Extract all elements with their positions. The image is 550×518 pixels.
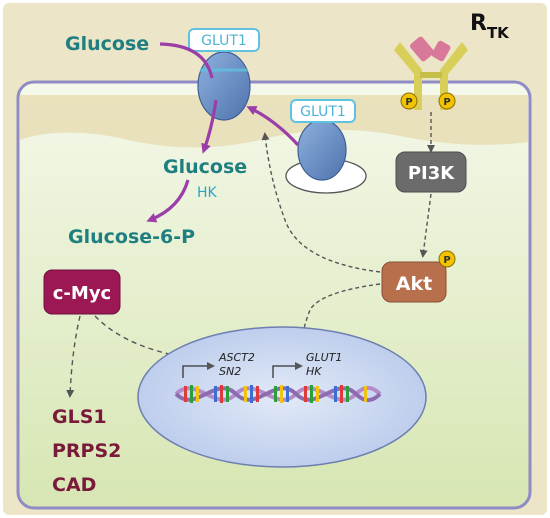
glucose-6-p-label: Glucose-6-P [68, 226, 195, 248]
glut1-top-box [188, 28, 260, 52]
glut1-membrane-transporter [197, 51, 251, 121]
gene-label-sn2: SN2 [219, 365, 241, 378]
glut1-vesicle-box [290, 99, 356, 123]
phospho-label: P [405, 97, 412, 108]
phospho-label: P [443, 97, 450, 108]
cmyc-to-nucleus-arrow [94, 315, 208, 364]
phospho-label: P [443, 255, 450, 266]
glucose-outside-label: Glucose [65, 33, 149, 55]
glucose-inside-label: Glucose [163, 156, 247, 178]
phospho-rtk-right: P [438, 92, 456, 110]
rtk-label: RTK [470, 11, 510, 42]
cmyc-label: c-Myc [53, 283, 111, 304]
cmyc-to-targets-arrow [66, 315, 81, 398]
glucose-transport-arrow [201, 99, 218, 154]
pi3k-box [395, 151, 467, 193]
target-gene-gls1: GLS1 [52, 406, 107, 428]
gene-label-asct2: ASCT2 [218, 351, 255, 364]
akt-label: Akt [396, 273, 432, 295]
dna-double-helix [174, 385, 382, 403]
glut1-top-label: GLUT1 [201, 33, 247, 49]
pi3k-to-akt-arrow [419, 193, 432, 258]
glut1-vesicle-transporter [297, 119, 347, 181]
hk-label: HK [197, 185, 218, 201]
tss-arrow-asct2 [182, 362, 215, 378]
akt-to-glut1-arrow [261, 132, 381, 273]
target-gene-prps2: PRPS2 [52, 440, 121, 462]
cmyc-box [43, 269, 121, 315]
tss-arrow-glut1 [272, 362, 303, 378]
glut1-translocation-arrow [246, 106, 300, 147]
gene-label-glut1: GLUT1 [306, 351, 342, 364]
phospho-akt: P [438, 250, 456, 268]
glucose-entry-arrow [159, 42, 214, 79]
glucose-phosphorylation-arrow [146, 179, 190, 223]
pi3k-label: PI3K [408, 163, 455, 184]
target-gene-cad: CAD [52, 474, 96, 496]
gene-label-hk: HK [306, 365, 322, 378]
akt-box [381, 261, 447, 303]
phospho-rtk-left: P [400, 92, 418, 110]
glut1-vesicle-label: GLUT1 [300, 104, 346, 120]
